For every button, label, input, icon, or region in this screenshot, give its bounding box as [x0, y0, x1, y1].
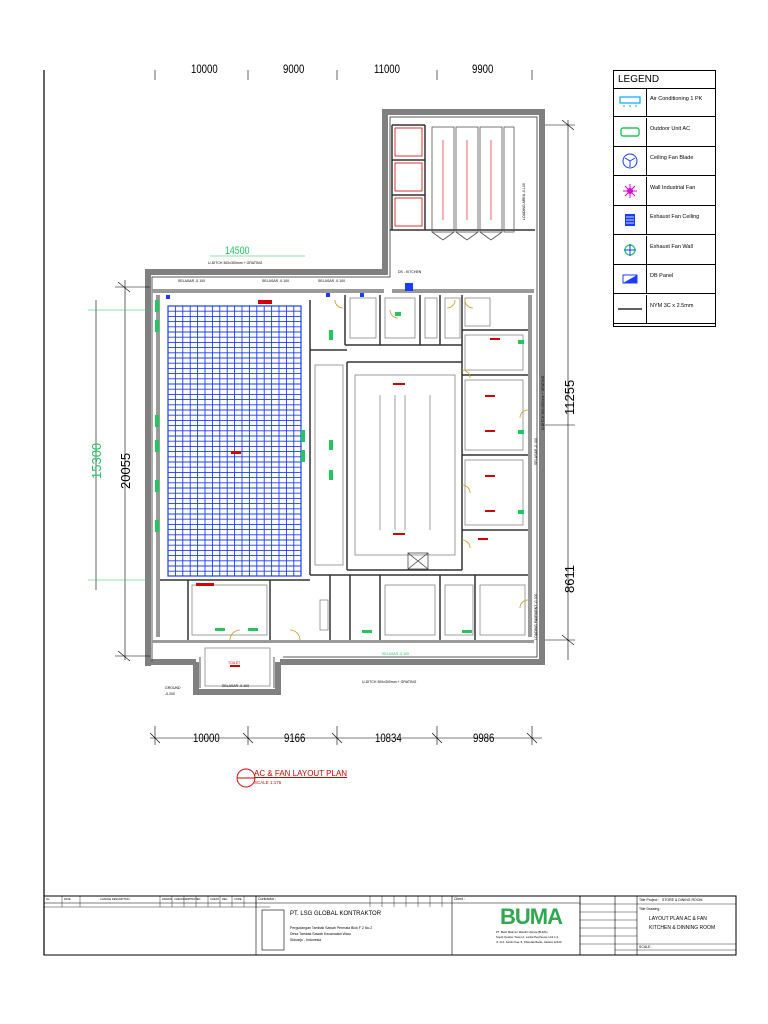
exhaust-fan-wall-icon — [614, 235, 647, 264]
fan-symbols — [155, 300, 524, 633]
label-selasar-3: SELASAR -0.100 — [318, 279, 346, 283]
label-loading-area: LOADING AREA -0.100 — [522, 183, 526, 220]
label-u-ditch-right: U-DITCH 300x300mm + GRATING — [541, 375, 545, 430]
drawing-value-1: LAYOUT PLAN AC & FAN — [649, 916, 707, 922]
legend-row: Wall Industrial Fan — [614, 176, 715, 206]
revision-header-cell: DATE — [64, 898, 71, 901]
db-panel-icon — [614, 265, 647, 293]
door-swings — [229, 299, 529, 641]
client-line-3: Jl. R.A. Kartini Kav. 8, Cilandak Barat,… — [496, 940, 562, 944]
legend-label: Ceiling Fan Blade — [650, 155, 694, 161]
legend-row: Exhaust Fan Wall — [614, 235, 715, 265]
label-selasar-right: SELASAR -0.100 — [534, 437, 538, 465]
dim-left-total: 20055 — [118, 452, 133, 489]
legend-label: Wall Industrial Fan — [650, 184, 696, 191]
legend-row: Ceiling Fan Blade — [614, 147, 715, 176]
dim-top-1: 10000 — [191, 62, 218, 76]
label-u-ditch-top: U-DITCH 300x300mm + GRATING — [208, 261, 263, 265]
label-loading-pavement: LOADING PAVEMENT -0.100 — [534, 593, 538, 640]
legend-label: Air Conditioning 1 PK — [650, 96, 703, 102]
scale-label: SCALE : — [639, 945, 653, 949]
contractor-label: Contractor : — [258, 897, 277, 901]
legend: LEGEND Air Conditioning 1 PK Outdoor Unit… — [613, 70, 716, 327]
ceiling-fan-icon — [614, 147, 647, 175]
legend-label: DB Panel — [650, 273, 674, 279]
legend-label: Exhaust Fan Ceiling — [650, 214, 700, 220]
revision-header-cell: DRAWN — [162, 898, 172, 901]
loading-area-racks — [431, 126, 515, 241]
plan-scale: SCALE 1:175 — [254, 780, 282, 785]
plan-title: AC & FAN LAYOUT PLAN — [254, 769, 348, 778]
dim-top-2: 9000 — [283, 62, 305, 76]
client-line-1: PT. Bukit Makmur Mandiri Utama (BUMA) — [496, 930, 548, 934]
dim-bottom-4: 9986 — [473, 731, 495, 745]
dim-top-3: 11000 — [374, 62, 400, 76]
project-label: Title Project : — [639, 898, 660, 902]
kitchen-equipment — [191, 297, 526, 687]
dim-bottom-2: 9166 — [284, 731, 306, 745]
label-selasar-toilet: SELASAR -0.100 — [222, 684, 250, 688]
legend-row: Exhaust Fan Ceiling — [614, 206, 715, 235]
building-outline — [145, 109, 545, 695]
ac-unit-icon — [614, 88, 647, 116]
exhaust-fan-ceiling-icon — [614, 206, 647, 234]
plan-title-marker — [236, 768, 256, 788]
label-kitchen: DS - KITCHEN — [398, 270, 422, 274]
legend-label: NYM 3C x 2.5mm — [650, 302, 694, 309]
legend-row: DB Panel — [614, 265, 715, 294]
dimension-lines — [88, 70, 575, 745]
cable-line-icon — [614, 294, 647, 323]
interior-walls — [160, 124, 535, 640]
dim-right-lower: 8611 — [562, 565, 577, 593]
contractor-address-2: Desa Tambak Sawah Kecamatan Waru — [290, 932, 351, 936]
client-label: Client : — [454, 897, 465, 901]
revision-header-cell: CLIENT — [210, 898, 220, 901]
revision-header-cell: APPROVED — [186, 898, 201, 901]
dim-right-upper: 11255 — [562, 379, 577, 415]
label-ground: GROUND — [165, 686, 181, 690]
revision-header-cell: CHECKED — [174, 898, 187, 901]
wall-industrial-fan-icon — [614, 176, 647, 205]
client-line-2: South Quarter Tower A, Lantai Penthouse … — [496, 935, 559, 939]
contractor-name: PT. LSG GLOBAL KONTRAKTOR — [290, 911, 382, 917]
title-block — [43, 895, 737, 956]
revision-header-cell: No. — [46, 898, 51, 901]
label-toilet: TOILET — [228, 661, 241, 665]
legend-label: Exhaust Fan Wall — [650, 243, 693, 250]
legend-title: LEGEND — [614, 71, 715, 89]
drawing-value-2: KITCHEN & DINNING ROOM — [649, 925, 716, 931]
legend-row: Outdoor Unit AC — [614, 117, 715, 147]
label-selasar-1: SELASAR -0.100 — [178, 279, 206, 283]
project-value: STORE & DINING ROOM — [662, 898, 703, 902]
label-selasar-bottom: SELASAR -0.100 — [382, 652, 410, 656]
label-ground-level: -0.200 — [165, 692, 175, 696]
outdoor-unit-icon — [614, 117, 647, 146]
dim-top-4: 9900 — [472, 62, 494, 76]
contractor-address-1: Pergudangan Tambak Sawah Permata Blok F … — [290, 926, 373, 930]
dim-bottom-3: 10834 — [375, 731, 402, 745]
revision-header-cell: CHANGE DESCRIPTION — [100, 898, 130, 901]
dining-tables-grid — [167, 305, 301, 576]
legend-row: Air Conditioning 1 PK — [614, 88, 715, 117]
legend-row: NYM 3C x 2.5mm — [614, 294, 715, 324]
contractor-address-3: Sidoarjo - Indonesia — [290, 938, 322, 942]
client-logo: BUMA — [500, 904, 563, 929]
drawing-label: Title Drawing : — [639, 907, 662, 911]
dim-top-green: 14500 — [225, 245, 250, 257]
label-u-ditch-bottom: U-DITCH 300x300mm + GRATING — [362, 680, 417, 684]
revision-header-cell: CODE — [234, 898, 242, 901]
label-selasar-2: SELASAR -0.100 — [262, 279, 290, 283]
dim-bottom-1: 10000 — [193, 731, 220, 745]
dim-left-green: 15300 — [89, 442, 104, 479]
legend-label: Outdoor Unit AC — [650, 125, 691, 132]
revision-header-cell: REF. — [222, 898, 228, 901]
